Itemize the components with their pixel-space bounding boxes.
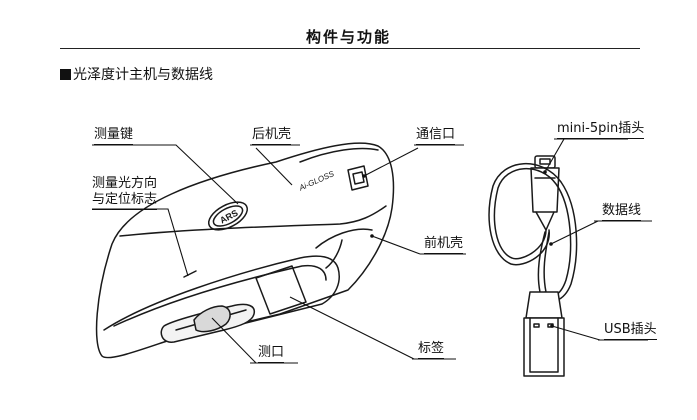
dot-comm-port (362, 174, 366, 178)
label-mini-plug: mini-5pin插头 (557, 121, 645, 139)
label-tag: 标签 (418, 341, 445, 359)
dot-front-shell (370, 234, 374, 238)
leader-measure-key (92, 144, 239, 205)
leader-data-cable-b (550, 220, 599, 245)
section-title: 光泽度计主机与数据线 (60, 64, 213, 84)
leader-front-shell-b (371, 235, 421, 255)
square-bullet-icon (60, 69, 71, 80)
label-front-shell: 前机壳 (424, 236, 464, 254)
dot-mini-plug (543, 170, 547, 174)
label-comm-port: 通信口 (416, 127, 456, 145)
dot-usb-plug (550, 324, 554, 328)
leader-usb-plug-b (551, 325, 601, 341)
label-usb-plug: USB插头 (604, 322, 657, 340)
leader-tag-b (289, 296, 415, 360)
section-title-text: 光泽度计主机与数据线 (73, 67, 213, 83)
label-measure-port: 测口 (258, 345, 285, 363)
leader-comm-port-b (363, 147, 419, 177)
label-data-cable: 数据线 (602, 203, 642, 221)
dot-data-cable (549, 242, 553, 246)
page-heading: 构件与功能 (305, 28, 391, 46)
gloss-meter-body (95, 142, 395, 359)
label-light-direction-line1: 测量光方向 (92, 176, 158, 191)
leader-rear-shell-b (255, 147, 293, 186)
label-measure-key: 测量键 (94, 127, 134, 145)
label-light-direction-line2: 与定位标志 (92, 192, 158, 210)
leader-measure-port-b (211, 317, 257, 364)
data-cable (488, 155, 578, 377)
label-rear-shell: 后机壳 (252, 127, 292, 145)
heading-rule (60, 48, 640, 49)
leader-mini-plug-b (544, 138, 565, 173)
label-light-direction: 测量光方向 与定位标志 (92, 176, 158, 210)
